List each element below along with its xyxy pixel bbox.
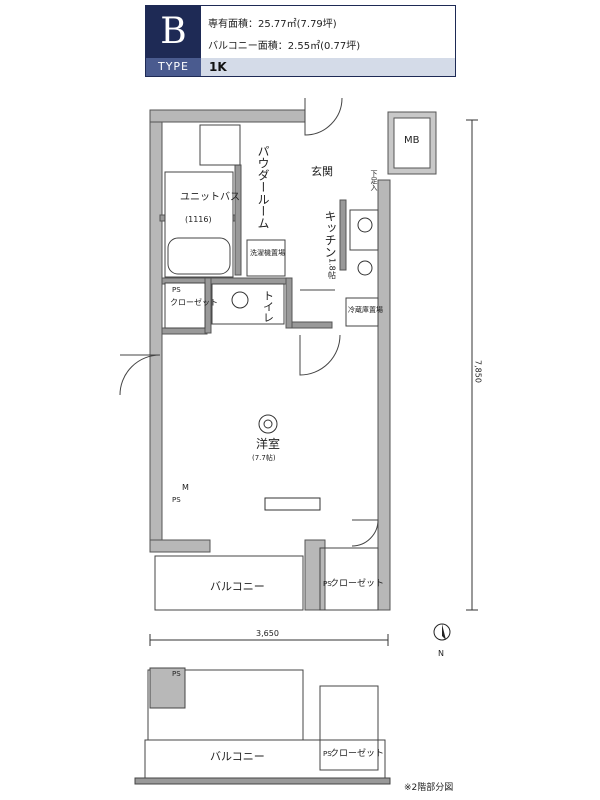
balcony-closet-label: クローゼット <box>330 577 384 589</box>
exclusive-area: 専有面積：25.77㎡(7.79坪) <box>208 19 337 30</box>
note-label: ※2階部分図 <box>404 781 453 793</box>
balcony2-closet-label: クローゼット <box>330 747 384 759</box>
kitchen-label: キッチン <box>323 210 337 258</box>
type-letter: B <box>146 6 201 58</box>
fridge-label: 冷蔵庫置場 <box>348 305 383 314</box>
plan-header: B TYPE 1K 専有面積：25.77㎡(7.79坪) バルコニー面積：2.5… <box>145 5 456 77</box>
laundry-label: 洗濯機置場 <box>250 248 285 257</box>
western-room-size: (7.7帖) <box>252 453 276 462</box>
ps-label-2: PS <box>172 496 181 504</box>
depth-dimension: 7,850 <box>474 360 483 383</box>
compass-label: N <box>438 649 444 658</box>
ps-label-5: PS <box>323 750 332 758</box>
western-room-label: 洋室 <box>256 436 280 451</box>
kitchen-size: 1.8帖 <box>328 258 337 280</box>
type-label: TYPE <box>146 58 201 76</box>
compass-icon <box>433 623 451 641</box>
type-value: 1K <box>201 58 455 76</box>
closet-label: クローゼット <box>170 297 218 307</box>
mb-label: MB <box>404 135 420 146</box>
m-label: M <box>182 483 189 492</box>
ps-label-1: PS <box>172 286 181 294</box>
ps-label-4: PS <box>172 670 181 678</box>
unit-bath-size: (1116) <box>185 215 212 224</box>
balcony-area: バルコニー面積：2.55㎡(0.77坪) <box>208 41 361 52</box>
toilet-label: トイレ <box>262 290 275 323</box>
shoes-label: 下足入 <box>370 170 378 191</box>
entrance-label: 玄関 <box>311 164 333 178</box>
unit-bath-label: ユニットバス <box>180 191 240 203</box>
balcony-label: バルコニー <box>210 580 265 593</box>
width-dimension: 3,650 <box>256 629 279 638</box>
balcony2-label: バルコニー <box>210 750 265 763</box>
powder-room-label: パウダールーム <box>256 145 270 229</box>
ps-label-3: PS <box>323 580 332 588</box>
